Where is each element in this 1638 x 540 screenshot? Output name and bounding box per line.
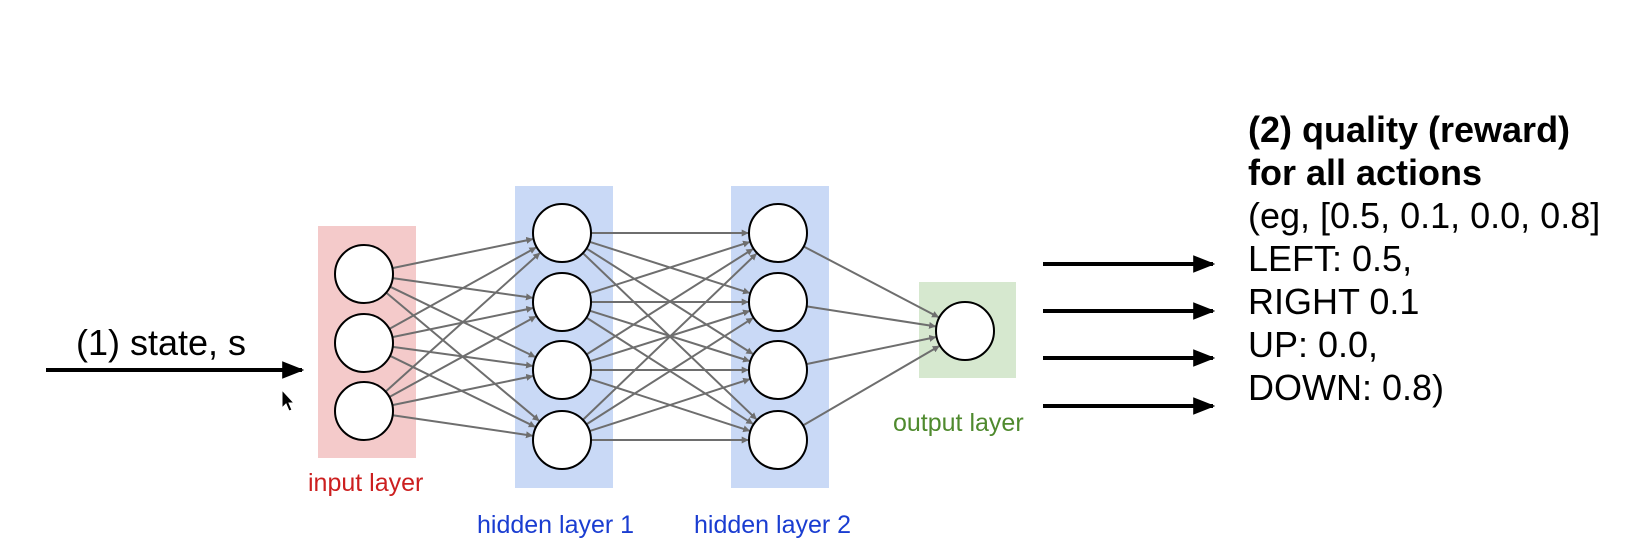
hidden2-neuron-4: [748, 410, 808, 470]
input-neuron-2: [334, 313, 394, 373]
edge-input-3-to-hidden1-3: [392, 373, 534, 407]
edge-hidden1-3-to-hidden2-1: [585, 248, 754, 356]
action-up-value: UP: 0.0,: [1248, 324, 1379, 365]
edge-hidden1-4-to-hidden2-1: [582, 253, 757, 421]
output-layer-label: output layer: [893, 409, 1024, 437]
edge-hidden2-4-to-output-1: [802, 345, 940, 427]
input-layer-label: input layer: [308, 469, 423, 497]
edge-hidden1-2-to-hidden2-1: [589, 240, 751, 295]
hidden1-neuron-3: [532, 340, 592, 400]
hidden2-neuron-3: [748, 340, 808, 400]
output-description: (2) quality (reward) for all actions (eg…: [1248, 108, 1600, 409]
hidden1-neuron-4: [532, 410, 592, 470]
edge-input-3-to-hidden1-4: [392, 414, 533, 439]
edge-hidden1-4-to-hidden2-3: [589, 377, 751, 433]
edge-hidden2-1-to-output-1: [803, 245, 940, 318]
edge-input-3-to-hidden1-2: [388, 315, 537, 398]
input-neuron-3: [334, 381, 394, 441]
edge-hidden2-3-to-output-1: [806, 334, 937, 366]
hidden2-neuron-2: [748, 272, 808, 332]
input-neuron-1: [334, 244, 394, 304]
hidden1-neuron-1: [532, 203, 592, 263]
hidden-layer-1-label: hidden layer 1: [477, 511, 634, 539]
state-input-label: (1) state, s: [76, 322, 246, 363]
edge-input-2-to-hidden1-1: [388, 246, 537, 330]
action-left-value: LEFT: 0.5,: [1248, 238, 1413, 279]
action-right-value: RIGHT 0.1: [1248, 281, 1420, 322]
output-example: (eg, [0.5, 0.1, 0.0, 0.8]: [1248, 195, 1601, 236]
mouse-cursor-icon: [281, 388, 296, 412]
output-title-line-1: (2) quality (reward): [1248, 109, 1571, 150]
edge-input-1-to-hidden1-1: [392, 236, 534, 270]
network-nodes: [334, 203, 995, 470]
hidden-layer-2-label: hidden layer 2: [694, 511, 851, 539]
hidden1-neuron-2: [532, 272, 592, 332]
edge-input-3-to-hidden1-1: [384, 252, 541, 393]
output-neuron-1: [935, 301, 995, 361]
edge-hidden1-4-to-hidden2-2: [585, 317, 754, 426]
hidden2-neuron-1: [748, 203, 808, 263]
output-title-line-2: for all actions: [1248, 152, 1483, 193]
edge-hidden2-2-to-output-1: [806, 305, 937, 329]
network-edges: [384, 229, 940, 444]
action-down-value: DOWN: 0.8): [1248, 367, 1445, 408]
